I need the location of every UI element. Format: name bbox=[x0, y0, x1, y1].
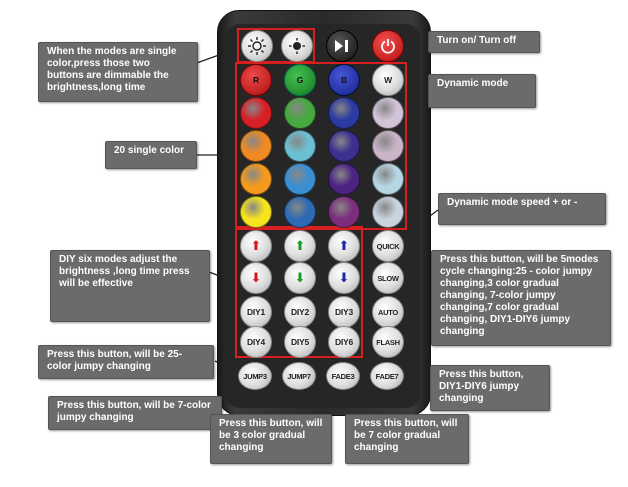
slow-button[interactable]: SLOW bbox=[372, 262, 404, 294]
diy5-button[interactable]: DIY5 bbox=[284, 326, 316, 358]
color-button-r2c[interactable] bbox=[328, 130, 360, 162]
callout-single-color: 20 single color bbox=[105, 141, 197, 169]
color-button-r3b[interactable] bbox=[284, 163, 316, 195]
blue-label: B bbox=[341, 75, 347, 85]
bright-sun-icon bbox=[248, 37, 266, 55]
white-label: W bbox=[384, 75, 392, 85]
diy5-label: DIY5 bbox=[290, 337, 310, 347]
color-button-r4b[interactable] bbox=[284, 196, 316, 228]
callout-dimmer: When the modes are single color,press th… bbox=[38, 42, 198, 102]
jump7-button[interactable]: JUMP7 bbox=[282, 362, 316, 390]
fade7-button[interactable]: FADE7 bbox=[370, 362, 404, 390]
blue-up-button[interactable]: ⬆ bbox=[328, 230, 360, 262]
arrow-down-icon: ⬇ bbox=[294, 270, 306, 285]
color-button-r1b[interactable] bbox=[284, 97, 316, 129]
jump3-label: JUMP3 bbox=[243, 371, 267, 381]
callout-jump7: Press this button, will be 7-color jumpy… bbox=[48, 396, 222, 430]
fade3-button[interactable]: FADE3 bbox=[326, 362, 360, 390]
blue-button[interactable]: B bbox=[328, 64, 360, 96]
arrow-down-icon: ⬇ bbox=[338, 270, 350, 285]
arrow-up-icon: ⬆ bbox=[250, 238, 262, 253]
color-button-r3a[interactable] bbox=[240, 163, 272, 195]
quick-button[interactable]: QUICK bbox=[372, 230, 404, 262]
green-button[interactable]: G bbox=[284, 64, 316, 96]
diy6-label: DIY6 bbox=[334, 337, 354, 347]
diy6-button[interactable]: DIY6 bbox=[328, 326, 360, 358]
diy4-label: DIY4 bbox=[246, 337, 266, 347]
color-button-r3d[interactable] bbox=[372, 163, 404, 195]
red-label: R bbox=[253, 75, 259, 85]
callout-diy-modes: DIY six modes adjust the brightness ,lon… bbox=[50, 250, 210, 322]
green-label: G bbox=[296, 75, 304, 85]
red-button[interactable]: R bbox=[240, 64, 272, 96]
diy2-button[interactable]: DIY2 bbox=[284, 296, 316, 328]
play-pause-icon bbox=[335, 40, 348, 52]
color-button-r3c[interactable] bbox=[328, 163, 360, 195]
flash-button[interactable]: FLASH bbox=[372, 326, 404, 358]
callout-auto: Press this button, will be 5modes cycle … bbox=[431, 250, 611, 346]
brightness-up-button[interactable] bbox=[241, 30, 273, 62]
diy1-button[interactable]: DIY1 bbox=[240, 296, 272, 328]
diy1-label: DIY1 bbox=[246, 307, 266, 317]
callout-fade7: Press this button, will be 7 color gradu… bbox=[345, 414, 469, 464]
diy3-label: DIY3 bbox=[334, 307, 354, 317]
color-button-r2d[interactable] bbox=[372, 130, 404, 162]
color-button-r4a[interactable] bbox=[240, 196, 272, 228]
color-grid-highlight bbox=[235, 62, 407, 230]
callout-fade3: Press this button, will be 3 color gradu… bbox=[210, 414, 332, 464]
callout-flash: Press this button, DIY1-DIY6 jumpy chang… bbox=[430, 365, 550, 411]
diy4-button[interactable]: DIY4 bbox=[240, 326, 272, 358]
green-up-button[interactable]: ⬆ bbox=[284, 230, 316, 262]
auto-label: AUTO bbox=[378, 307, 398, 317]
arrow-up-icon: ⬆ bbox=[294, 238, 306, 253]
arrow-down-icon: ⬇ bbox=[250, 270, 262, 285]
auto-button[interactable]: AUTO bbox=[372, 296, 404, 328]
jump3-button[interactable]: JUMP3 bbox=[238, 362, 272, 390]
dynamic-mode-button[interactable] bbox=[326, 30, 358, 62]
callout-power: Turn on/ Turn off bbox=[428, 31, 540, 53]
color-button-r1d[interactable] bbox=[372, 97, 404, 129]
white-button[interactable]: W bbox=[372, 64, 404, 96]
color-button-r1c[interactable] bbox=[328, 97, 360, 129]
arrow-up-icon: ⬆ bbox=[338, 238, 350, 253]
red-down-button[interactable]: ⬇ bbox=[240, 262, 272, 294]
flash-label: FLASH bbox=[376, 337, 400, 347]
power-icon bbox=[381, 39, 395, 54]
fade7-label: FADE7 bbox=[375, 371, 399, 381]
color-button-r4c[interactable] bbox=[328, 196, 360, 228]
fade3-label: FADE3 bbox=[331, 371, 355, 381]
dim-sun-icon bbox=[289, 38, 305, 54]
slow-label: SLOW bbox=[377, 273, 399, 283]
color-button-r1a[interactable] bbox=[240, 97, 272, 129]
blue-down-button[interactable]: ⬇ bbox=[328, 262, 360, 294]
brightness-down-button[interactable] bbox=[281, 30, 313, 62]
callout-dynamic-mode: Dynamic mode bbox=[428, 74, 536, 108]
green-down-button[interactable]: ⬇ bbox=[284, 262, 316, 294]
callout-speed: Dynamic mode speed + or - bbox=[438, 193, 606, 225]
red-up-button[interactable]: ⬆ bbox=[240, 230, 272, 262]
callout-jump3: Press this button, will be 25-color jump… bbox=[38, 345, 214, 379]
color-button-r2b[interactable] bbox=[284, 130, 316, 162]
diy3-button[interactable]: DIY3 bbox=[328, 296, 360, 328]
color-button-r4d[interactable] bbox=[372, 196, 404, 228]
color-button-r2a[interactable] bbox=[240, 130, 272, 162]
jump7-label: JUMP7 bbox=[287, 371, 311, 381]
power-button[interactable] bbox=[372, 30, 404, 62]
diy2-label: DIY2 bbox=[290, 307, 310, 317]
quick-label: QUICK bbox=[376, 241, 400, 251]
